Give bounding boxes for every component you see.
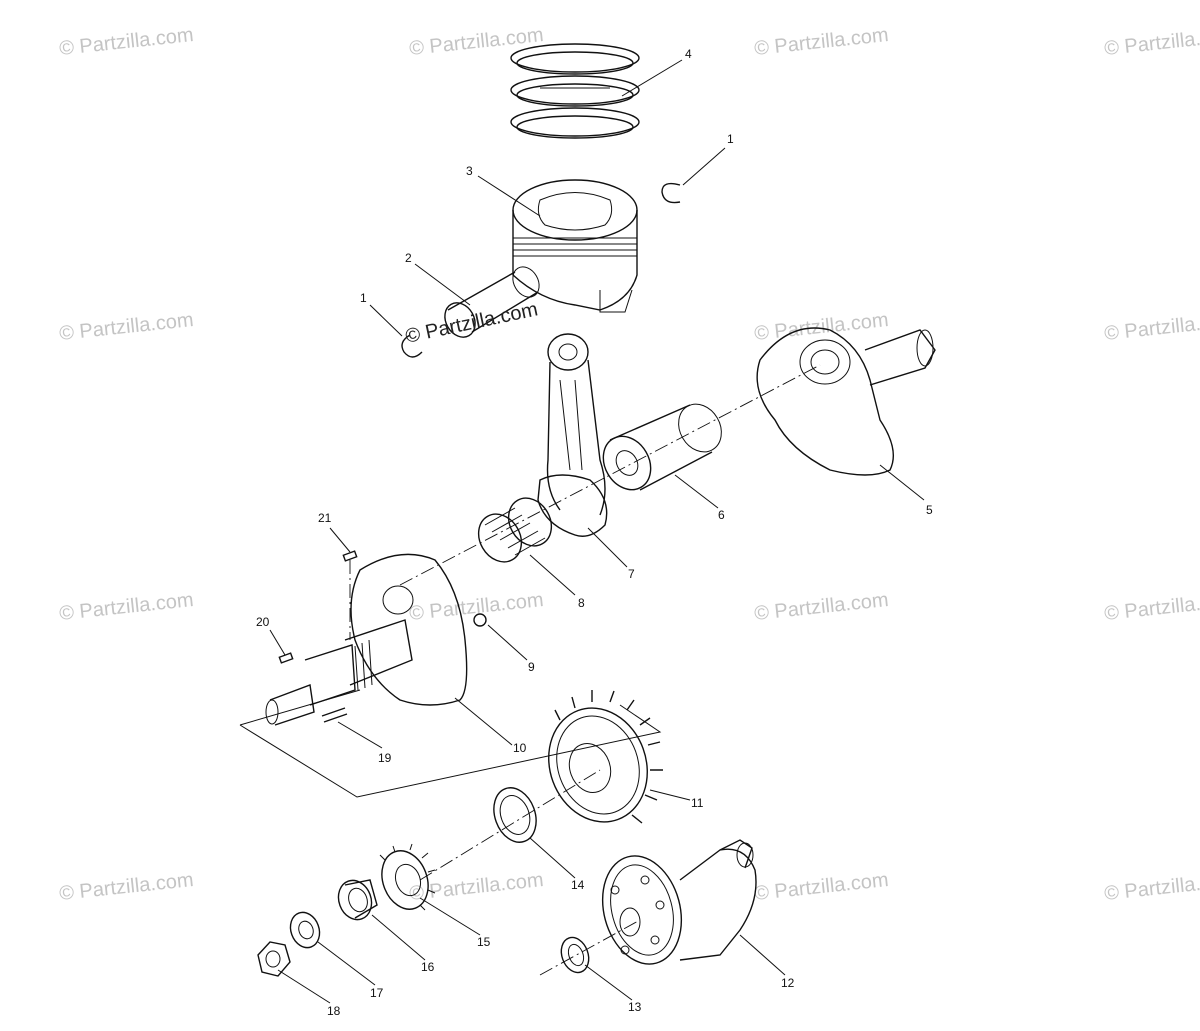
watermark: © Partzilla.com bbox=[408, 589, 544, 625]
callout-12[interactable]: 12 bbox=[781, 976, 795, 990]
callout-18[interactable]: 18 bbox=[327, 1004, 341, 1018]
needle-bearing[interactable] bbox=[470, 490, 560, 569]
connecting-rod[interactable] bbox=[537, 333, 608, 537]
watermark: © Partzilla.com bbox=[58, 24, 194, 60]
callout-13[interactable]: 13 bbox=[628, 1000, 642, 1014]
callout-11[interactable]: 11 bbox=[691, 796, 704, 810]
watermark: © Partzilla.com bbox=[753, 589, 889, 625]
callout-17[interactable]: 17 bbox=[370, 986, 384, 1000]
crankshaft-right-half[interactable] bbox=[756, 327, 936, 476]
watermark: © Partzilla.com bbox=[753, 24, 889, 60]
watermark: © Partzilla.com bbox=[408, 24, 544, 60]
timing-sprocket[interactable] bbox=[374, 843, 436, 916]
small-key[interactable] bbox=[342, 550, 358, 562]
crank-pin[interactable] bbox=[594, 396, 730, 498]
callout-10[interactable]: 10 bbox=[513, 741, 527, 755]
callout-1-right[interactable]: 1 bbox=[727, 132, 734, 146]
watermark: © Partzilla.com bbox=[1103, 309, 1200, 345]
callout-14[interactable]: 14 bbox=[571, 878, 585, 892]
callout-8[interactable]: 8 bbox=[578, 596, 585, 610]
hex-nut[interactable] bbox=[257, 941, 291, 977]
callout-2[interactable]: 2 bbox=[405, 251, 412, 265]
crank-pin-small[interactable] bbox=[321, 707, 348, 723]
watermark: © Partzilla.com bbox=[58, 589, 194, 625]
centerlines bbox=[349, 364, 821, 976]
crank-axis-line bbox=[399, 364, 821, 586]
lock-nut[interactable] bbox=[333, 876, 378, 925]
watermark: © Partzilla.com bbox=[1103, 589, 1200, 625]
callout-5[interactable]: 5 bbox=[926, 503, 933, 517]
piston[interactable] bbox=[512, 179, 638, 313]
callout-3[interactable]: 3 bbox=[466, 164, 473, 178]
leader-lines bbox=[269, 59, 925, 1004]
circlip-right[interactable] bbox=[661, 182, 681, 204]
thrust-washer[interactable] bbox=[487, 782, 544, 848]
balance-shaft[interactable] bbox=[591, 839, 757, 973]
center-watermark: © Partzilla.com bbox=[403, 298, 539, 348]
assembly-bracket bbox=[239, 689, 662, 798]
callout-19[interactable]: 19 bbox=[378, 751, 392, 765]
woodruff-key[interactable] bbox=[278, 652, 294, 664]
watermark: © Partzilla.com bbox=[1103, 24, 1200, 60]
primary-gear[interactable] bbox=[533, 690, 663, 836]
callout-1-left[interactable]: 1 bbox=[360, 291, 367, 305]
ball[interactable] bbox=[473, 613, 487, 627]
callout-15[interactable]: 15 bbox=[477, 935, 491, 949]
circlip-left[interactable] bbox=[401, 334, 423, 358]
balance-washer[interactable] bbox=[557, 934, 594, 977]
callout-4[interactable]: 4 bbox=[685, 47, 692, 61]
watermark: © Partzilla.com bbox=[1103, 869, 1200, 905]
callout-20[interactable]: 20 bbox=[256, 615, 270, 629]
callout-6[interactable]: 6 bbox=[718, 508, 725, 522]
callout-16[interactable]: 16 bbox=[421, 960, 435, 974]
callout-7[interactable]: 7 bbox=[628, 567, 635, 581]
callout-9[interactable]: 9 bbox=[528, 660, 535, 674]
watermark: © Partzilla.com bbox=[753, 309, 889, 345]
piston-rings[interactable] bbox=[510, 43, 640, 139]
crankshaft-left-half[interactable] bbox=[265, 553, 468, 726]
washer[interactable] bbox=[286, 908, 325, 951]
callout-21[interactable]: 21 bbox=[318, 511, 332, 525]
callout-labels: 4 1 3 2 1 5 6 7 8 9 21 20 19 10 11 14 15… bbox=[256, 47, 933, 1018]
watermark: © Partzilla.com bbox=[58, 309, 194, 345]
watermark: © Partzilla.com bbox=[753, 869, 889, 905]
watermark: © Partzilla.com bbox=[58, 869, 194, 905]
balance-axis-line bbox=[539, 919, 641, 976]
piston-pin[interactable] bbox=[439, 262, 545, 342]
gear-axis-line bbox=[419, 769, 601, 881]
